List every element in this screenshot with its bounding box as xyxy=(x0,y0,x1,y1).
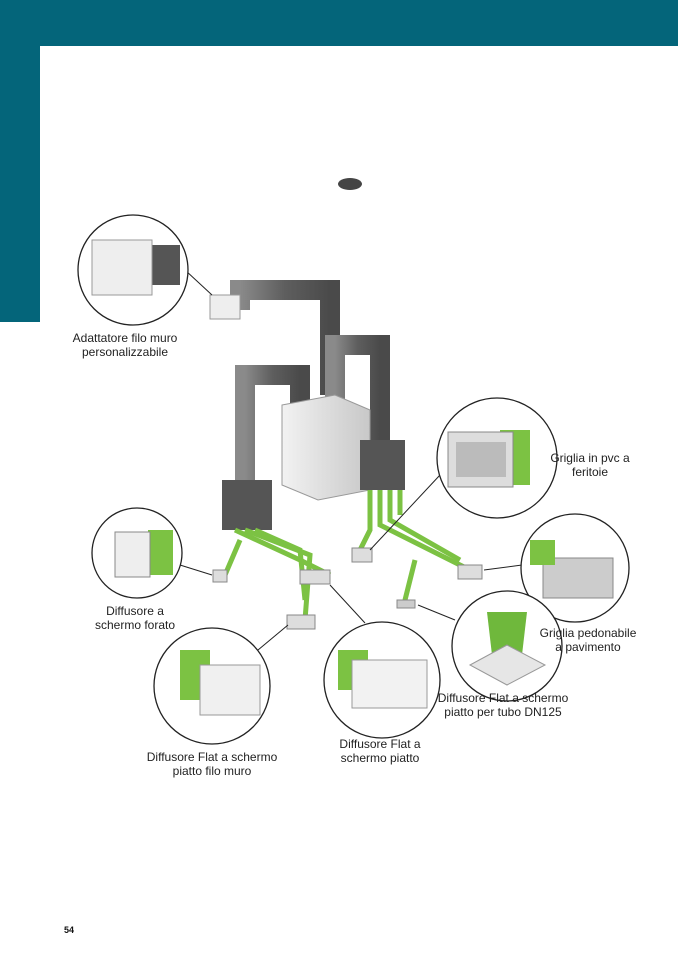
header-band xyxy=(0,0,678,46)
central-unit xyxy=(281,394,371,501)
label-line: schermo piatto xyxy=(340,751,420,765)
label-line: Griglia in pvc a xyxy=(550,451,630,465)
label-line: Diffusore Flat a schermo xyxy=(146,750,278,764)
wall-adapter xyxy=(209,294,241,320)
label-line: personalizzabile xyxy=(81,345,169,359)
label-line: piatto filo muro xyxy=(172,764,252,778)
product-insets xyxy=(91,239,614,716)
leader-lines xyxy=(179,269,523,651)
plenum-right xyxy=(360,440,405,490)
page-number: 54 xyxy=(64,925,75,935)
label-line: Adattatore filo muro xyxy=(72,331,178,345)
label-line: a pavimento xyxy=(555,640,621,654)
label-line: Diffusore Flat a xyxy=(339,737,421,751)
side-band xyxy=(0,0,40,322)
label-line: schermo forato xyxy=(94,618,176,632)
roof-terminal xyxy=(338,178,362,190)
label-line: Diffusore Flat a schermo xyxy=(437,691,569,705)
label-line: Diffusore a xyxy=(106,604,164,618)
label-line: piatto per tubo DN125 xyxy=(444,705,562,719)
label-line: feritoie xyxy=(571,465,609,479)
plenum-left xyxy=(222,480,272,530)
label-line: Griglia pedonabile xyxy=(539,626,637,640)
